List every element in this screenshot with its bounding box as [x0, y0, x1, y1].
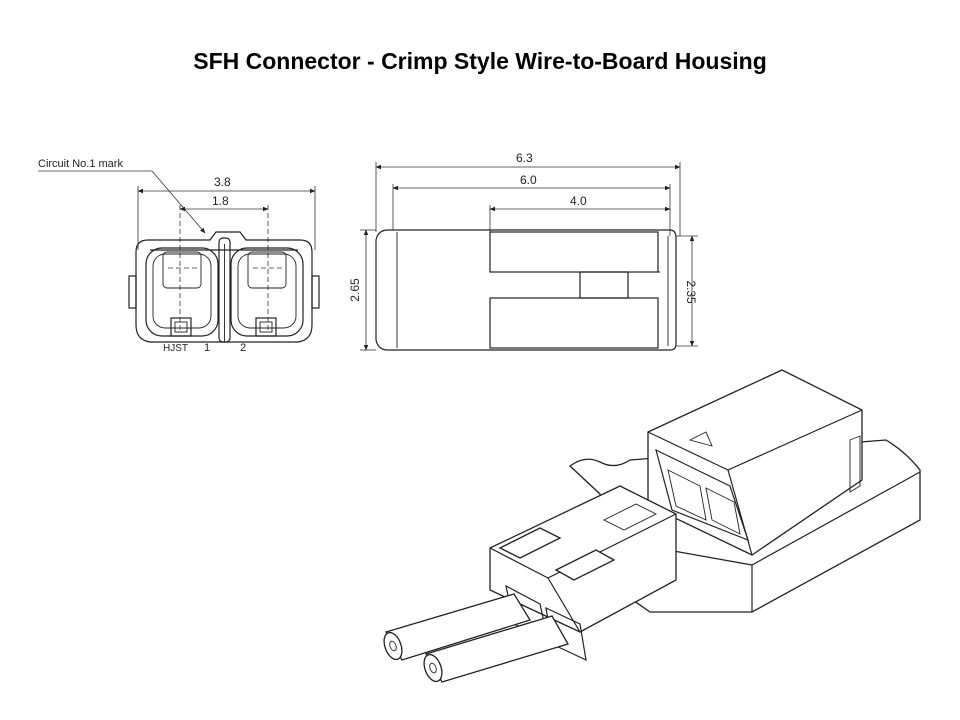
cavity-1-inner [152, 253, 212, 329]
side-view-drawing: 6.3 6.0 4.0 2.65 2.35 [348, 151, 698, 351]
slide-title: SFH Connector - Crimp Style Wire-to-Boar… [193, 48, 767, 74]
header-cavity-1 [667, 469, 707, 521]
cavity-1-contact [162, 251, 202, 289]
plug-latch-lock [602, 503, 658, 531]
wire-2-end [423, 653, 443, 683]
front-housing-outline [135, 231, 313, 343]
cavity-1-lance-window [174, 321, 188, 333]
front-view-drawing: Circuit No.1 mark 3.8 1.8 [38, 158, 320, 354]
dim-pitch-label: 1.8 [212, 194, 229, 208]
header-side-rib [849, 435, 861, 493]
wire-1-conductor [389, 640, 397, 652]
wire-1-end [383, 631, 403, 661]
dim-body-length-label: 6.0 [520, 173, 537, 187]
header-cavity-2 [705, 487, 741, 535]
callout-leader-arrow [151, 170, 206, 234]
header-mating-opening [655, 448, 749, 542]
circuit-2-number: 2 [240, 342, 246, 354]
plug-latch-1 [498, 527, 562, 559]
brand-mark: HJST [163, 343, 188, 354]
side-housing-outline [375, 229, 677, 351]
latch-window [579, 271, 629, 299]
cavity-1-lance [170, 317, 192, 337]
right-side-latch [311, 275, 320, 309]
cavity-2-inner [237, 253, 297, 329]
header-front-corner [727, 469, 753, 556]
pcb-top-front-edge [751, 471, 921, 566]
cavity-2-lance-window [259, 321, 273, 333]
cavity-2-contact [247, 251, 287, 289]
latch-lower-block [489, 297, 659, 349]
dim-overall-height-label: 2.65 [348, 278, 362, 302]
isometric-illustration [383, 369, 921, 683]
dim-width-label: 3.8 [214, 175, 231, 189]
circuit-1-number: 1 [204, 342, 210, 354]
plug-front-corner [547, 577, 581, 633]
circuit-mark-callout: Circuit No.1 mark [38, 158, 123, 170]
cavity-2-outer [230, 247, 304, 337]
latch-upper-block [489, 231, 659, 273]
dim-body-height-label: 2.35 [684, 280, 698, 304]
left-side-latch [128, 275, 137, 309]
plug-latch-2 [554, 549, 616, 581]
wire-2-conductor [429, 662, 437, 674]
cavity-2-lance [255, 317, 277, 337]
header-polarity-mark [688, 431, 713, 447]
cavity-1-outer [145, 247, 219, 337]
dim-overall-length-label: 6.3 [516, 151, 533, 165]
dim-latch-length-label: 4.0 [570, 194, 587, 208]
